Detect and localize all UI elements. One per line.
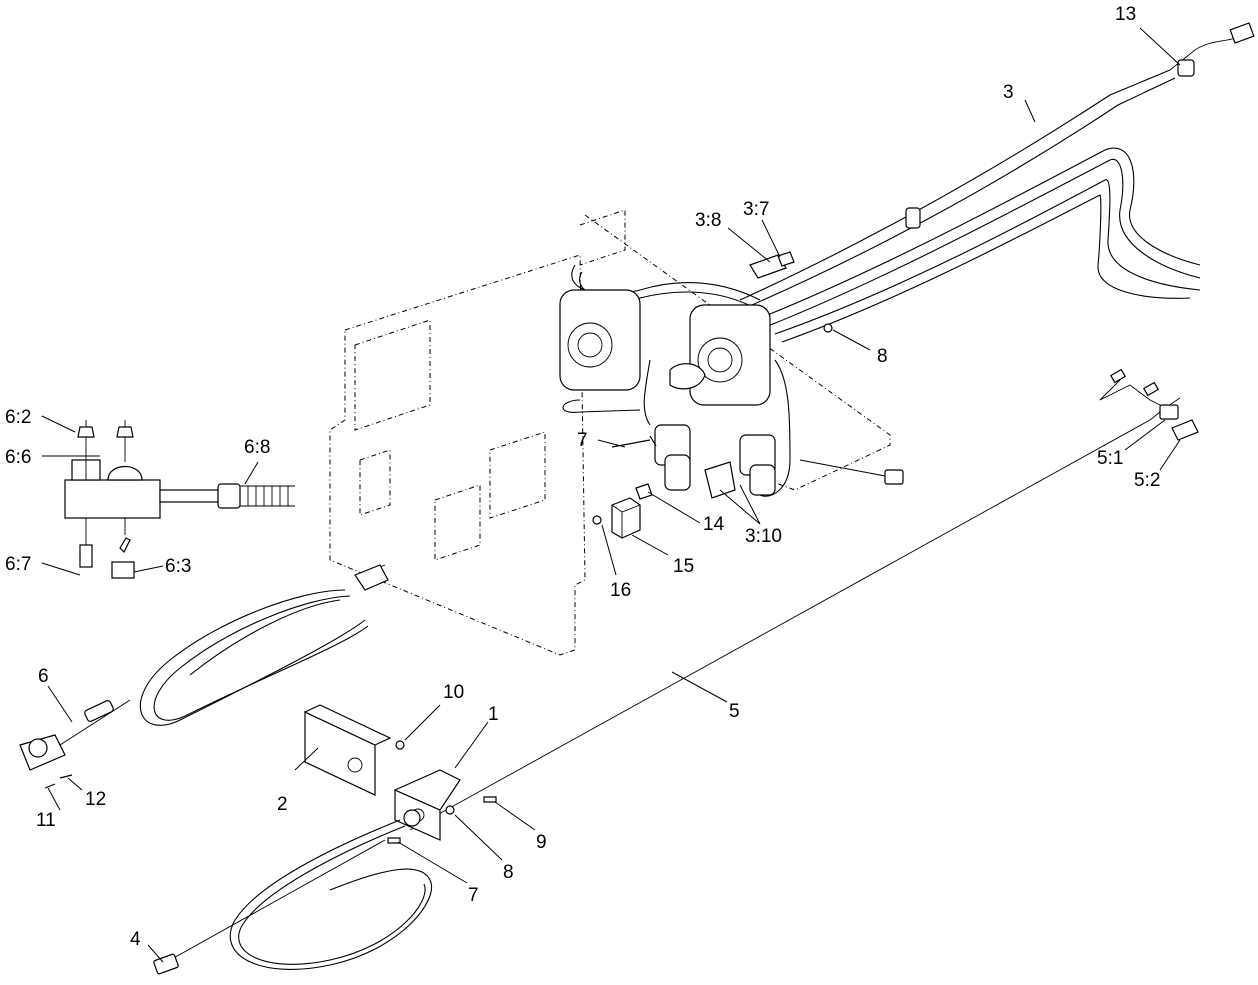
screw-16 xyxy=(592,515,602,525)
callout-7-top: 7 xyxy=(577,430,588,451)
callout-6: 6 xyxy=(38,666,49,687)
switch-detail-6 xyxy=(64,420,295,579)
harness-5 xyxy=(409,368,1199,831)
callout-4: 4 xyxy=(130,929,141,950)
callout-6-2: 6:2 xyxy=(5,407,31,428)
nut-10 xyxy=(395,740,405,750)
relay-15 xyxy=(611,497,641,539)
callout-10: 10 xyxy=(443,682,464,703)
leader-lines xyxy=(41,27,1181,963)
harness-4-coil xyxy=(153,819,432,975)
callout-11: 11 xyxy=(36,810,56,831)
bracket-1 xyxy=(393,769,461,841)
callout-14: 14 xyxy=(703,514,725,535)
callout-3-10: 3:10 xyxy=(745,526,782,547)
callout-5: 5 xyxy=(729,701,740,722)
callout-16: 16 xyxy=(610,580,631,601)
harness-3 xyxy=(739,22,1255,343)
valve-manifold-assembly xyxy=(559,214,904,499)
callout-5-2: 5:2 xyxy=(1134,470,1160,491)
callout-2: 2 xyxy=(277,794,288,815)
screw-9 xyxy=(483,796,497,803)
back-panel-phantom xyxy=(329,209,626,656)
callout-15: 15 xyxy=(673,556,694,577)
callout-8-bottom: 8 xyxy=(503,862,514,883)
callout-9: 9 xyxy=(536,832,547,853)
callout-6-6: 6:6 xyxy=(5,447,31,468)
callout-3-7: 3:7 xyxy=(743,199,769,220)
callout-labels: 13 3 3:8 3:7 8 7 3:10 14 15 16 5:1 5:2 6… xyxy=(5,4,1160,950)
callout-8-top: 8 xyxy=(877,346,888,367)
clip-14 xyxy=(635,483,653,500)
callout-3-8: 3:8 xyxy=(695,210,721,231)
callout-7-bottom: 7 xyxy=(468,885,479,906)
callout-5-1: 5:1 xyxy=(1097,448,1123,469)
callout-13: 13 xyxy=(1115,4,1136,25)
plate-2 xyxy=(303,704,392,796)
callout-12: 12 xyxy=(85,789,106,810)
callout-3: 3 xyxy=(1003,82,1014,103)
callout-6-8: 6:8 xyxy=(244,437,270,458)
callout-1: 1 xyxy=(488,704,499,725)
callout-6-3: 6:3 xyxy=(165,556,191,577)
washer-8-lower xyxy=(445,805,455,815)
cable-6-coil xyxy=(19,564,389,789)
callout-6-7: 6:7 xyxy=(5,554,31,575)
